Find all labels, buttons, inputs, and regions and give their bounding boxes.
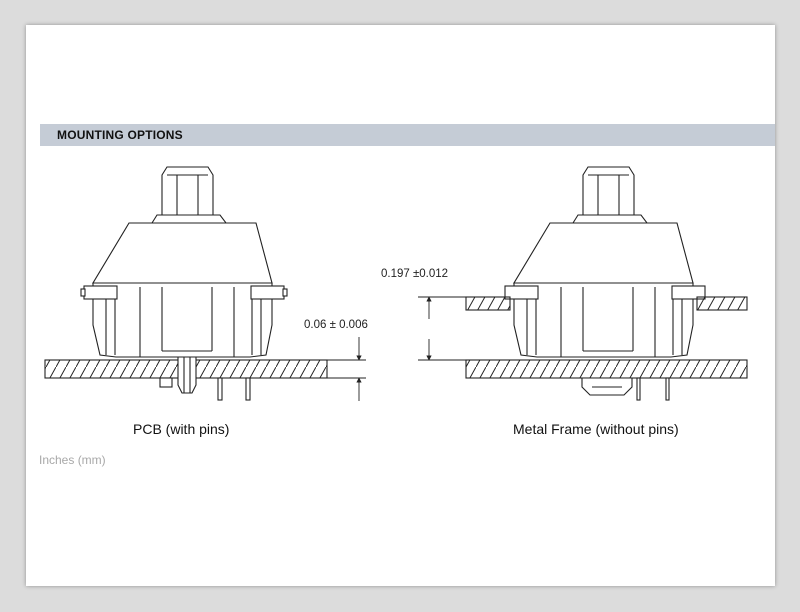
left-dimension: [326, 337, 366, 401]
left-center-post: [177, 356, 197, 394]
pcb-switch-drawing: [44, 166, 328, 401]
metal-frame-right: [696, 296, 748, 311]
left-housing-top: [92, 214, 273, 284]
metal-frame-left: [465, 296, 511, 311]
right-figure-caption: Metal Frame (without pins): [513, 421, 679, 437]
right-dimension: [418, 296, 466, 361]
document-page: MOUNTING OPTIONS: [26, 25, 775, 586]
frame-pcb-board: [465, 359, 748, 379]
section-title: MOUNTING OPTIONS: [57, 128, 183, 142]
left-housing: [92, 282, 273, 358]
units-note: Inches (mm): [39, 453, 106, 467]
frame-switch-drawing: [465, 166, 748, 401]
right-dimension-label: 0.197 ±0.012: [381, 268, 448, 280]
mounting-diagram: 0.06 ± 0.006: [44, 166, 748, 401]
left-dimension-label: 0.06 ± 0.006: [304, 319, 368, 331]
left-stem: [161, 166, 214, 216]
section-header-bar: MOUNTING OPTIONS: [40, 124, 775, 146]
left-figure-caption: PCB (with pins): [133, 421, 230, 437]
right-housing-top: [513, 214, 694, 284]
right-housing: [513, 282, 694, 358]
right-stem: [582, 166, 635, 216]
